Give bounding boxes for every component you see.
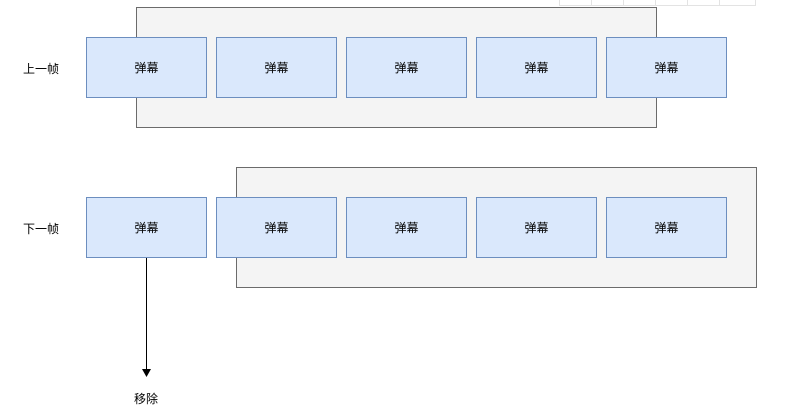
- grid-cell: [655, 0, 687, 6]
- danmaku-box: 弹幕: [86, 37, 207, 98]
- grid-cell: [559, 0, 591, 6]
- grid-cell: [591, 0, 623, 6]
- row-label-previous-frame: 上一帧: [23, 62, 60, 76]
- remove-label: 移除: [134, 392, 159, 406]
- row-label-next-frame: 下一帧: [23, 222, 60, 236]
- danmaku-box: 弹幕: [476, 37, 597, 98]
- danmaku-box: 弹幕: [606, 197, 727, 258]
- danmaku-box: 弹幕: [346, 197, 467, 258]
- danmaku-box: 弹幕: [476, 197, 597, 258]
- danmaku-box: 弹幕: [216, 37, 337, 98]
- danmaku-box: 弹幕: [606, 37, 727, 98]
- danmaku-box: 弹幕: [86, 197, 207, 258]
- danmaku-box: 弹幕: [346, 37, 467, 98]
- remove-arrow-head: [142, 369, 151, 377]
- grid-cell: [719, 0, 756, 6]
- danmaku-box: 弹幕: [216, 197, 337, 258]
- grid-cell: [623, 0, 655, 6]
- grid-cell: [687, 0, 719, 6]
